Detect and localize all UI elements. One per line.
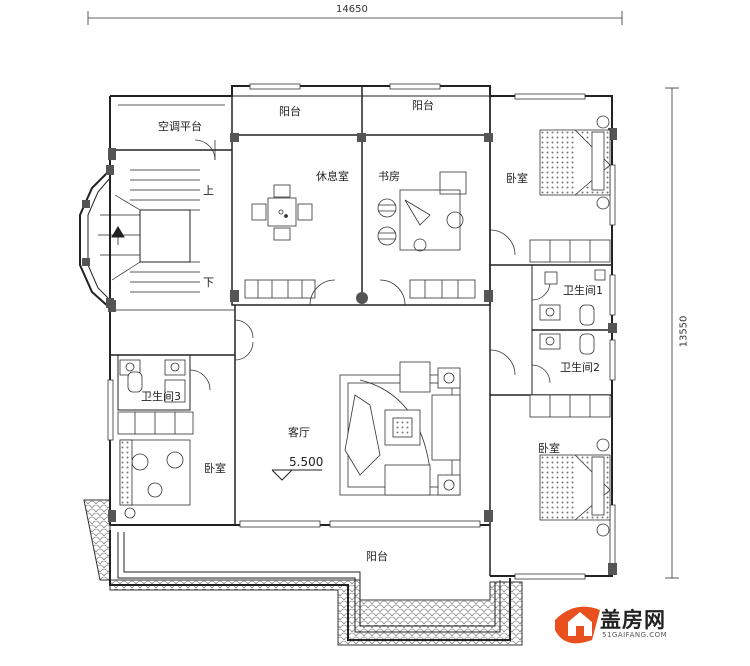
stair-down-label: 下: [203, 276, 214, 289]
logo-url: 51GAIFANG.COM: [602, 631, 668, 639]
elevation-label: 5.500: [289, 455, 324, 469]
room-label-study: 书房: [378, 170, 400, 183]
bathroom-fixtures: [119, 269, 606, 403]
room-label-lounge: 休息室: [316, 170, 349, 183]
stair-up-label: 上: [203, 184, 214, 197]
doors: [189, 139, 551, 391]
room-label-balcony-top-left: 阳台: [279, 105, 301, 118]
width-dimension: 14650: [336, 4, 368, 15]
logo-icon: [555, 606, 600, 644]
living-room-furniture: [339, 361, 461, 496]
dimension-lines: [87, 11, 679, 579]
room-label-living-room: 客厅: [288, 426, 310, 439]
elevation-marker: [271, 469, 322, 481]
stair-tower: [79, 165, 200, 309]
room-label-bathroom-2: 卫生间2: [560, 361, 600, 374]
bedroom-left-furniture: [117, 411, 194, 519]
height-dimension: 13550: [678, 315, 690, 348]
room-label-bedroom-left: 卧室: [204, 462, 226, 475]
room-label-bedroom-top-right: 卧室: [506, 172, 528, 185]
room-label-bathroom-3: 卫生间3: [141, 390, 181, 403]
lounge-furniture: [244, 184, 316, 299]
study-furniture: [377, 171, 476, 299]
logo-name: 盖房网: [600, 608, 666, 632]
bedroom-top-right-furniture: [529, 115, 611, 263]
room-label-balcony-top-right: 阳台: [412, 99, 434, 112]
room-label-bathroom-1: 卫生间1: [563, 284, 603, 297]
room-label-bedroom-bottom-right: 卧室: [538, 442, 560, 455]
room-label-ac-platform: 空调平台: [158, 120, 202, 133]
bedroom-bottom-right-furniture: [529, 394, 611, 537]
windows: [107, 83, 616, 580]
room-label-balcony-bottom: 阳台: [366, 550, 388, 563]
